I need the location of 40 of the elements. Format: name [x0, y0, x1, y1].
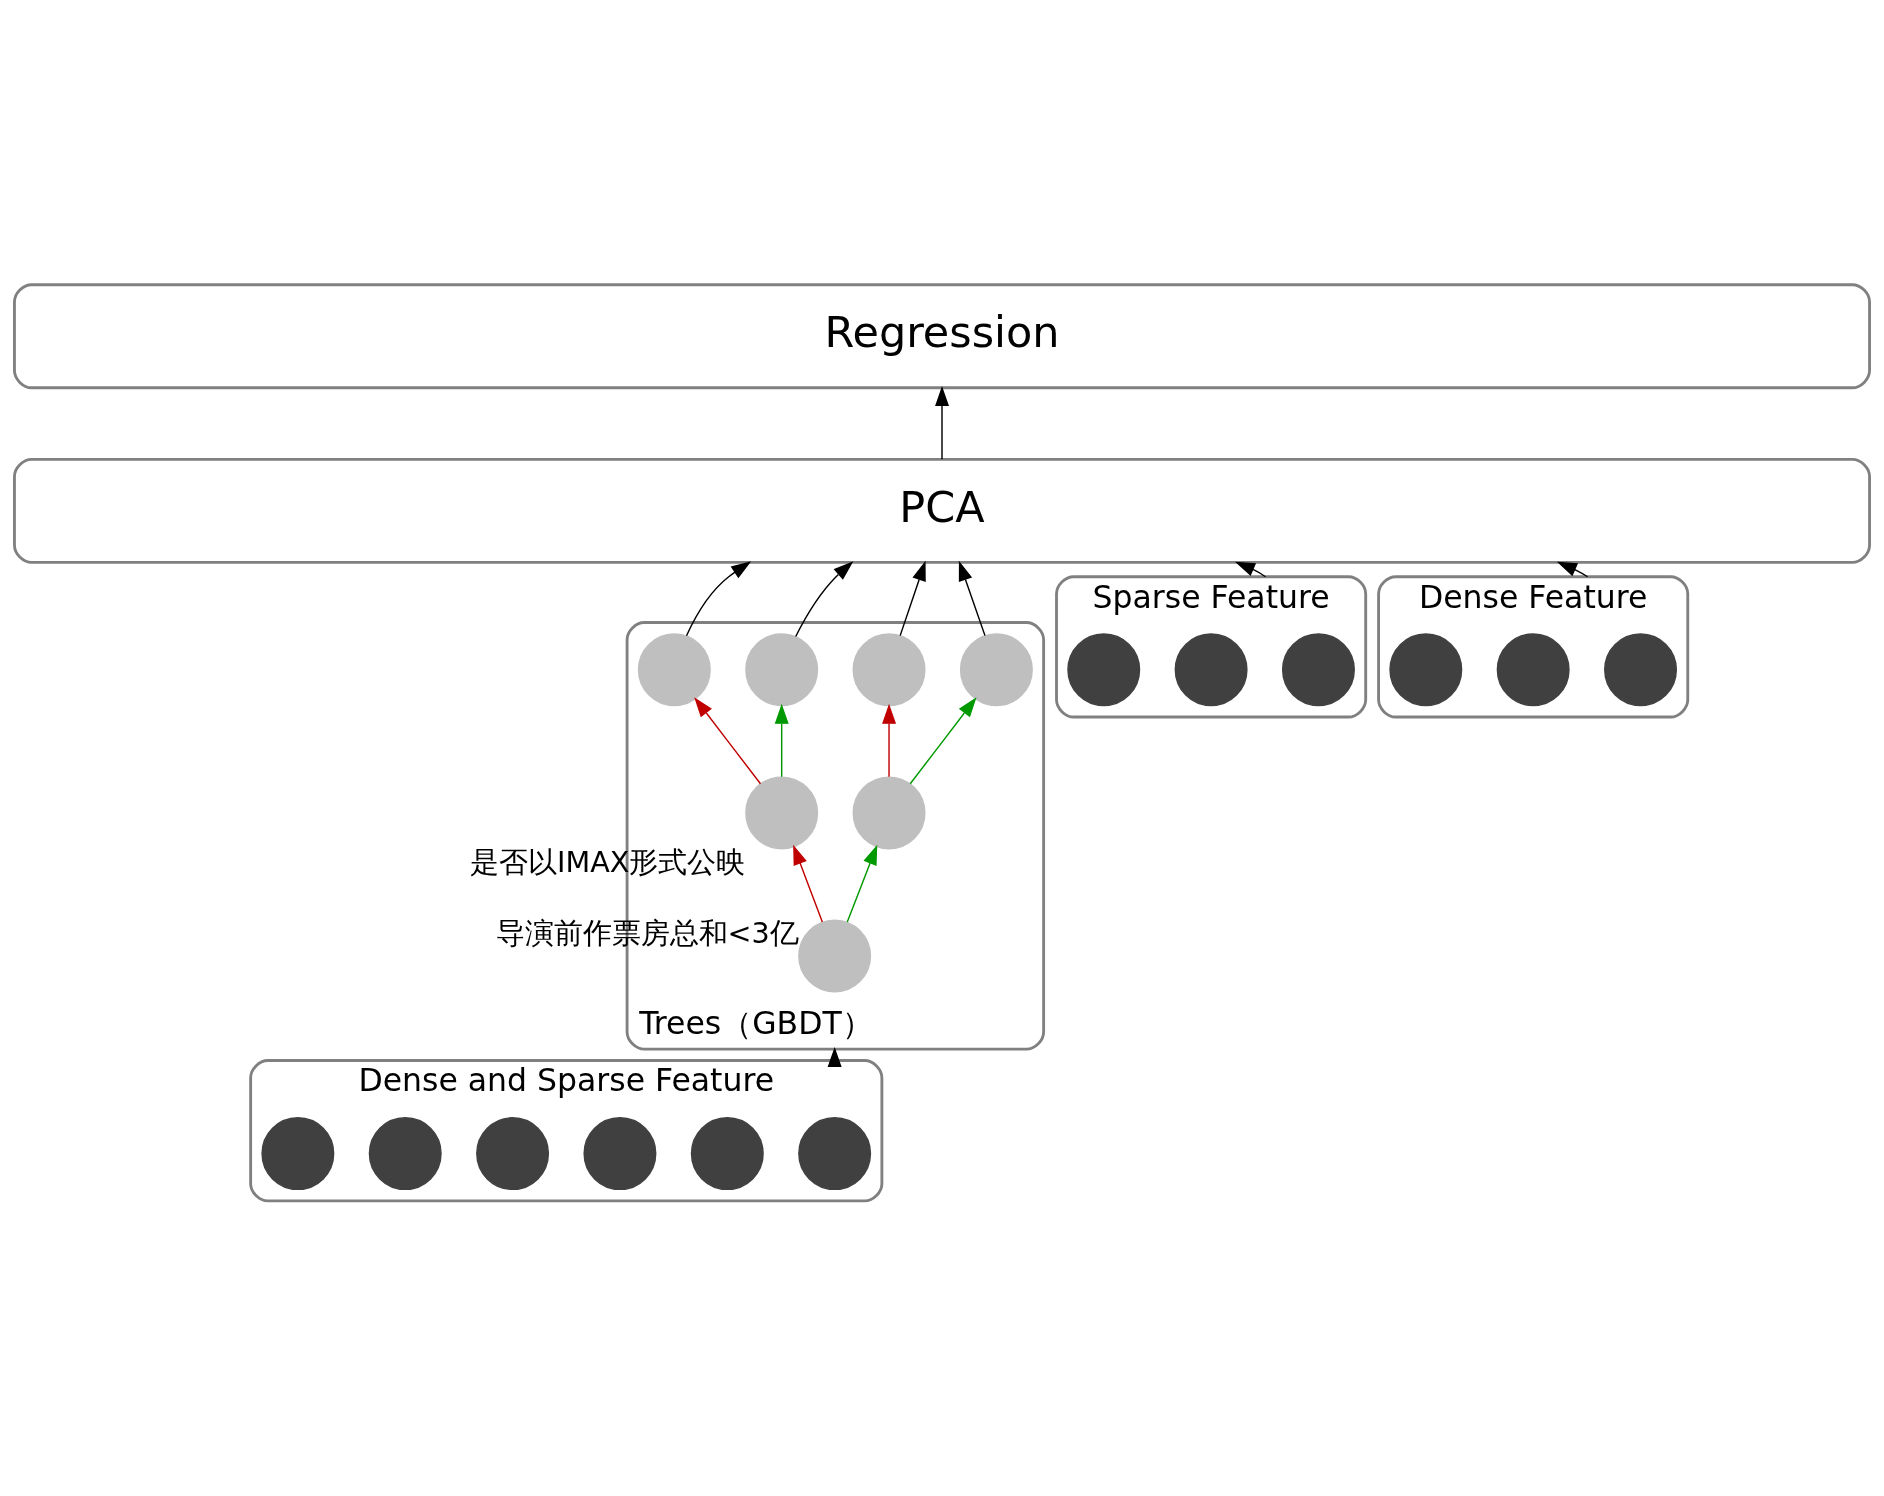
cluster: Sparse Feature	[1055, 574, 1368, 718]
node-circle	[798, 1116, 872, 1190]
arrow	[827, 1046, 842, 1067]
arrow	[882, 703, 897, 778]
node-circle	[745, 775, 819, 849]
arrow	[685, 560, 752, 636]
node-box: PCA	[13, 457, 1871, 564]
cluster: Dense Feature	[1377, 574, 1690, 718]
node-circle	[852, 632, 926, 706]
arrow	[958, 560, 986, 636]
node-box: Regression	[13, 282, 1871, 389]
node-circle	[798, 919, 872, 993]
node-circle	[690, 1116, 764, 1190]
arrow	[899, 560, 926, 636]
arrow	[1556, 561, 1589, 577]
node-circle	[476, 1116, 550, 1190]
node-circle	[637, 632, 711, 706]
arrow	[694, 696, 762, 784]
node-circle	[959, 632, 1033, 706]
cluster: Dense and Sparse Feature	[249, 1058, 884, 1202]
arrow	[935, 385, 949, 460]
node-circle	[852, 775, 926, 849]
node-circle	[368, 1116, 442, 1190]
node-circle	[583, 1116, 657, 1190]
node-circle	[745, 632, 819, 706]
node-circle	[1067, 632, 1141, 706]
node-circle	[1604, 632, 1678, 706]
node-label: 是否以IMAX形式公映	[470, 844, 746, 879]
node-circle	[1174, 632, 1248, 706]
node-circle	[1389, 632, 1463, 706]
arrow	[846, 844, 878, 923]
node-circle	[261, 1116, 335, 1190]
node-circle	[1496, 632, 1570, 706]
arrow	[795, 560, 854, 637]
arrow	[909, 696, 977, 784]
arrow	[774, 703, 789, 778]
node-label: 导演前作票房总和<3亿	[495, 915, 799, 950]
node-circle	[1281, 632, 1355, 706]
arrow	[793, 844, 824, 923]
arrow	[1234, 561, 1267, 577]
